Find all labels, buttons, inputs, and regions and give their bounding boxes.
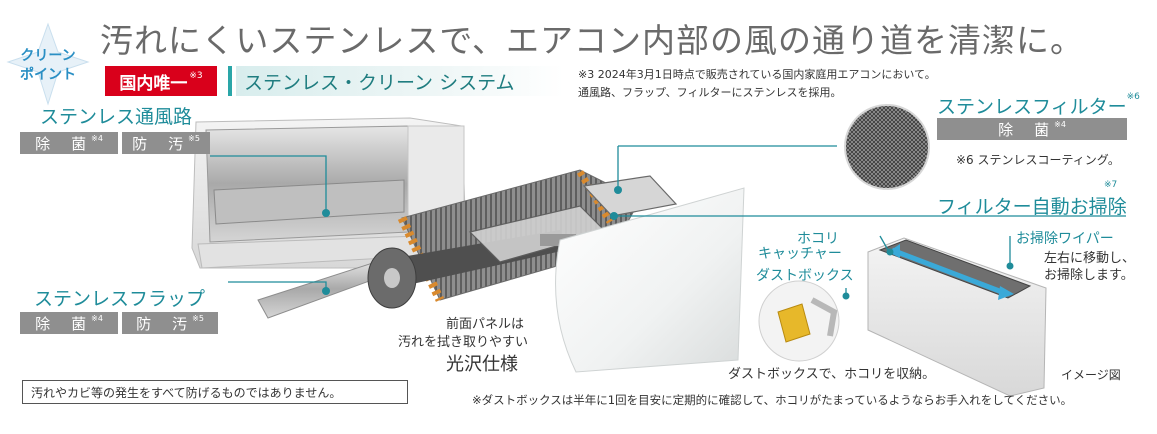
filter-title-note: ※6	[1126, 92, 1140, 102]
domestic-unique-note: ※3	[189, 71, 203, 81]
leader-lines	[210, 145, 1126, 294]
disclaimer-box: 汚れやカビ等の発生をすべて防げるものではありません。	[22, 380, 408, 404]
front-panel-line1: 前面パネルは	[445, 317, 524, 332]
flap-tag-sterilize: 除 菌※4	[20, 312, 118, 334]
image-note: イメージ図	[1061, 368, 1121, 382]
airway-tag-sterilize: 除 菌※4	[20, 132, 118, 154]
dust-box-label: ダストボックス	[756, 268, 854, 284]
wiper-title: お掃除ワイパー	[1016, 231, 1114, 247]
flap-tag-sterilize-label: 除 菌	[35, 314, 90, 333]
front-panel-line3: 光沢仕様	[446, 354, 518, 375]
airway-tag-antifouling: 防 汚※5	[122, 132, 210, 154]
dust-box-footnote: ※ダストボックスは半年に1回を目安に定期的に確認して、ホコリがたまっているような…	[472, 393, 1073, 407]
clean-point-badge: クリーン ポイント	[6, 24, 90, 108]
system-name: ステンレス・クリーン システム	[236, 66, 564, 96]
filter-mesh-closeup-image	[844, 104, 930, 190]
dust-catcher-line2: キャッチャー	[758, 246, 842, 262]
filter-title: ステンレスフィルター※6	[937, 92, 1140, 119]
auto-clean-note: ※7	[1104, 180, 1118, 190]
headline: 汚れにくいステンレスで、エアコン内部の風の通り道を清潔に。	[100, 21, 1085, 60]
domestic-unique-tag: 国内唯一※3	[105, 66, 217, 96]
domestic-unique-label: 国内唯一	[119, 73, 188, 94]
clean-point-badge-icon	[6, 22, 90, 106]
footnote-3-line2: 通風路、フラップ、フィルターにステンレスを採用。	[578, 86, 842, 99]
filter-tag-sterilize-note: ※4	[1054, 120, 1066, 129]
footnote-3-line1: ※3 2024年3月1日時点で販売されている国内家庭用エアコンにおいて。	[578, 68, 936, 81]
leader-dots	[322, 186, 1014, 300]
footnote-6: ※6 ステンレスコーティング。	[956, 153, 1120, 167]
airway-tag-sterilize-note: ※4	[91, 134, 103, 143]
flap-title: ステンレスフラップ	[34, 288, 206, 310]
filter-title-label: ステンレスフィルター	[937, 96, 1127, 118]
flap-tag-antifouling-label: 防 汚	[136, 314, 191, 333]
dust-box-caption: ダストボックスで、ホコリを収納。	[728, 367, 936, 382]
filter-tag-sterilize: 除 菌※4	[937, 118, 1127, 140]
front-panel-line2: 汚れを拭き取りやすい	[398, 335, 529, 350]
flap-tag-antifouling-note: ※5	[192, 314, 204, 323]
flap-tag-sterilize-note: ※4	[91, 314, 103, 323]
front-panel-image	[555, 187, 745, 373]
stainless-filter-image	[468, 175, 678, 263]
airway-tag-antifouling-note: ※5	[188, 134, 200, 143]
airway-title: ステンレス通風路	[40, 106, 193, 128]
badge-line2: ポイント	[20, 67, 76, 83]
dust-box-closeup-image	[758, 280, 840, 362]
filter-tag-sterilize-label: 除 菌	[998, 120, 1053, 139]
wiper-line1: 左右に移動し、	[1044, 251, 1136, 266]
badge-line1: クリーン	[20, 48, 76, 64]
footnote-3: ※3 2024年3月1日時点で販売されている国内家庭用エアコンにおいて。 通風路…	[578, 66, 936, 102]
airway-tag-antifouling-label: 防 汚	[132, 134, 187, 153]
auto-clean-unit-image	[867, 237, 1047, 397]
auto-clean-title: フィルター自動お掃除	[937, 196, 1127, 218]
system-accent-bar	[228, 66, 232, 96]
airway-tag-sterilize-label: 除 菌	[35, 134, 90, 153]
dust-catcher-line1: ホコリ	[797, 231, 839, 247]
flap-tag-antifouling: 防 汚※5	[122, 312, 218, 334]
wiper-line2: お掃除します。	[1044, 268, 1134, 283]
